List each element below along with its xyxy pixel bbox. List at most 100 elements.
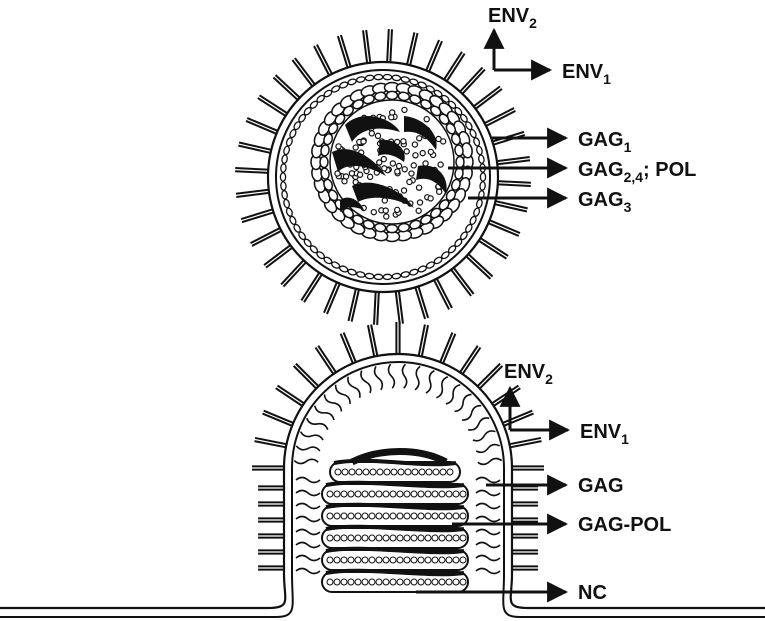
env-spike: [260, 95, 288, 113]
coil-granule: [362, 491, 368, 497]
matrix-bead: [289, 215, 297, 225]
coil-granule: [439, 535, 445, 541]
core-granule: [407, 179, 412, 184]
matrix-strand: [348, 377, 360, 398]
coil-granule: [432, 557, 438, 563]
env-spike: [466, 256, 490, 278]
env-spike: [444, 52, 462, 80]
matrix-bead: [285, 207, 293, 217]
coil-granule: [397, 535, 403, 541]
core-granule: [428, 149, 433, 154]
matrix-strand: [296, 569, 320, 574]
core-granule: [402, 107, 407, 112]
coil-granule: [439, 491, 445, 497]
coil-granule: [418, 557, 424, 563]
coil-granule: [405, 469, 411, 475]
matrix-strand: [476, 569, 500, 574]
matrix-strand: [315, 406, 334, 420]
matrix-bead: [417, 265, 427, 273]
matrix-bead: [280, 173, 285, 181]
capsid-subunit: [387, 225, 398, 233]
coil-granule: [453, 557, 459, 563]
coil-granule: [376, 579, 382, 585]
env-spike: [480, 238, 508, 256]
matrix-strand: [296, 491, 320, 496]
core-granule: [361, 139, 366, 144]
coil-granule: [453, 491, 459, 497]
coil-granule: [376, 557, 382, 563]
coil-granule: [418, 513, 424, 519]
coil-granule: [447, 469, 453, 475]
matrix-strand: [296, 517, 320, 522]
env-spike: [460, 346, 478, 373]
coil-granule: [453, 513, 459, 519]
env-spike: [485, 108, 514, 123]
coil-granule: [356, 469, 362, 475]
matrix-strand: [375, 366, 383, 389]
coil-granule: [433, 469, 439, 475]
coil-granule: [440, 469, 446, 475]
env-spike: [292, 60, 312, 86]
matrix-bead: [339, 81, 349, 89]
matrix-bead: [365, 75, 374, 81]
matrix-bead: [469, 129, 477, 139]
matrix-strand: [296, 504, 320, 509]
coil-granule: [348, 579, 354, 585]
coil-granule: [391, 469, 397, 475]
core-granule: [353, 145, 358, 150]
coil-granule: [327, 579, 333, 585]
coil-granule: [362, 513, 368, 519]
env-spike: [494, 388, 521, 406]
matrix-strand: [476, 478, 500, 483]
coil-granule: [460, 535, 466, 541]
coil-granule: [383, 491, 389, 497]
coil-granule: [390, 557, 396, 563]
env-spike: [377, 292, 379, 325]
matrix-bead: [392, 75, 401, 81]
env-spike: [463, 347, 481, 374]
coil-granule: [335, 469, 341, 475]
coil-granule: [418, 535, 424, 541]
coil-granule: [362, 535, 368, 541]
label-bud-env2: ENV2: [504, 361, 553, 387]
matrix-strand: [336, 385, 350, 404]
env-spike: [304, 274, 322, 302]
coil-granule: [376, 535, 382, 541]
matrix-bead: [383, 74, 392, 80]
coil-granule: [460, 513, 466, 519]
coil-granule: [369, 491, 375, 497]
core-granule: [428, 196, 433, 201]
env-spike: [368, 325, 374, 356]
matrix-strand: [301, 432, 323, 440]
coil-granule: [363, 469, 369, 475]
env-spike: [387, 29, 389, 62]
env-spike: [235, 171, 268, 173]
core-granule: [416, 185, 421, 190]
core-granule: [383, 208, 388, 213]
env-spike: [390, 29, 392, 62]
coil-granule: [377, 469, 383, 475]
matrix-strand: [307, 418, 328, 430]
coil-granule: [341, 513, 347, 519]
coil-granule: [404, 491, 410, 497]
matrix-strand: [476, 504, 500, 509]
coil-granule: [390, 579, 396, 585]
coil-granule: [439, 557, 445, 563]
coil-granule: [327, 557, 333, 563]
env-spike: [454, 268, 474, 294]
env-spike: [281, 260, 303, 284]
env-spike: [437, 279, 452, 308]
env-spike: [273, 77, 297, 99]
coil-granule: [453, 535, 459, 541]
coil-granule: [383, 557, 389, 563]
label-nc: NC: [578, 582, 607, 604]
env-spike: [476, 89, 502, 109]
core-granule: [390, 161, 395, 166]
coil-granule: [334, 579, 340, 585]
core-granule: [417, 200, 422, 205]
env-spike: [251, 228, 280, 243]
core-granule: [420, 151, 425, 156]
matrix-bead: [401, 271, 410, 278]
coil-granule: [411, 557, 417, 563]
matrix-bead: [476, 146, 483, 155]
